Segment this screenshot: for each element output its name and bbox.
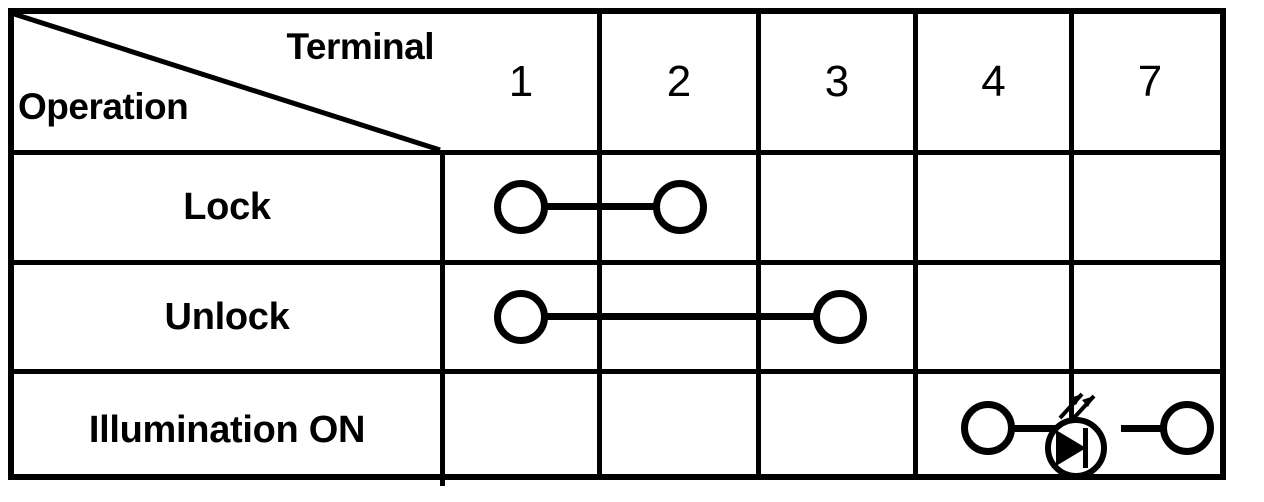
led-diode-glyph	[1045, 392, 1107, 479]
lock-node-terminal-2	[653, 180, 707, 234]
column-separator-col1-col2	[597, 8, 602, 480]
illumination-node-terminal-7	[1160, 401, 1214, 455]
corner-header-cell: Terminal Operation	[13, 11, 441, 153]
led-diode-icon	[1038, 384, 1126, 479]
illumination-node-terminal-4	[961, 401, 1015, 455]
column-header-4: 4	[981, 57, 1006, 106]
lock-wire-1-to-2	[527, 203, 679, 210]
row-separator-unlock-illumination	[8, 369, 1226, 374]
row-label-lock: Lock	[183, 186, 271, 228]
column-separator-col2-col3	[756, 8, 761, 480]
row-separator-lock-unlock	[8, 260, 1226, 265]
column-separator-col4-col7	[1069, 8, 1074, 480]
column-header-7: 7	[1137, 57, 1163, 106]
row-separator-header-lock	[8, 150, 1226, 155]
column-axis-label: Terminal	[286, 26, 435, 67]
row-axis-label: Operation	[18, 86, 189, 127]
corner-diagonal-divider-icon	[13, 11, 441, 153]
column-header-1: 1	[508, 57, 534, 106]
terminal-operation-table: Terminal Operation 1 2 3 4 7 Lock Unlock…	[8, 8, 1226, 486]
lock-node-terminal-1	[494, 180, 548, 234]
unlock-node-terminal-1	[494, 290, 548, 344]
row-label-illumination-on: Illumination ON	[88, 408, 366, 451]
illumination-wire-led-to-terminal7	[1121, 425, 1165, 432]
column-separator-label-col1	[440, 150, 445, 486]
illumination-wire-terminal4-to-led	[1013, 425, 1061, 432]
unlock-wire-1-to-3	[527, 313, 839, 320]
row-label-unlock: Unlock	[164, 295, 290, 338]
unlock-node-terminal-3	[813, 290, 867, 344]
column-header-3: 3	[824, 57, 850, 106]
column-header-2: 2	[666, 57, 692, 106]
column-separator-col3-col4	[913, 8, 918, 480]
